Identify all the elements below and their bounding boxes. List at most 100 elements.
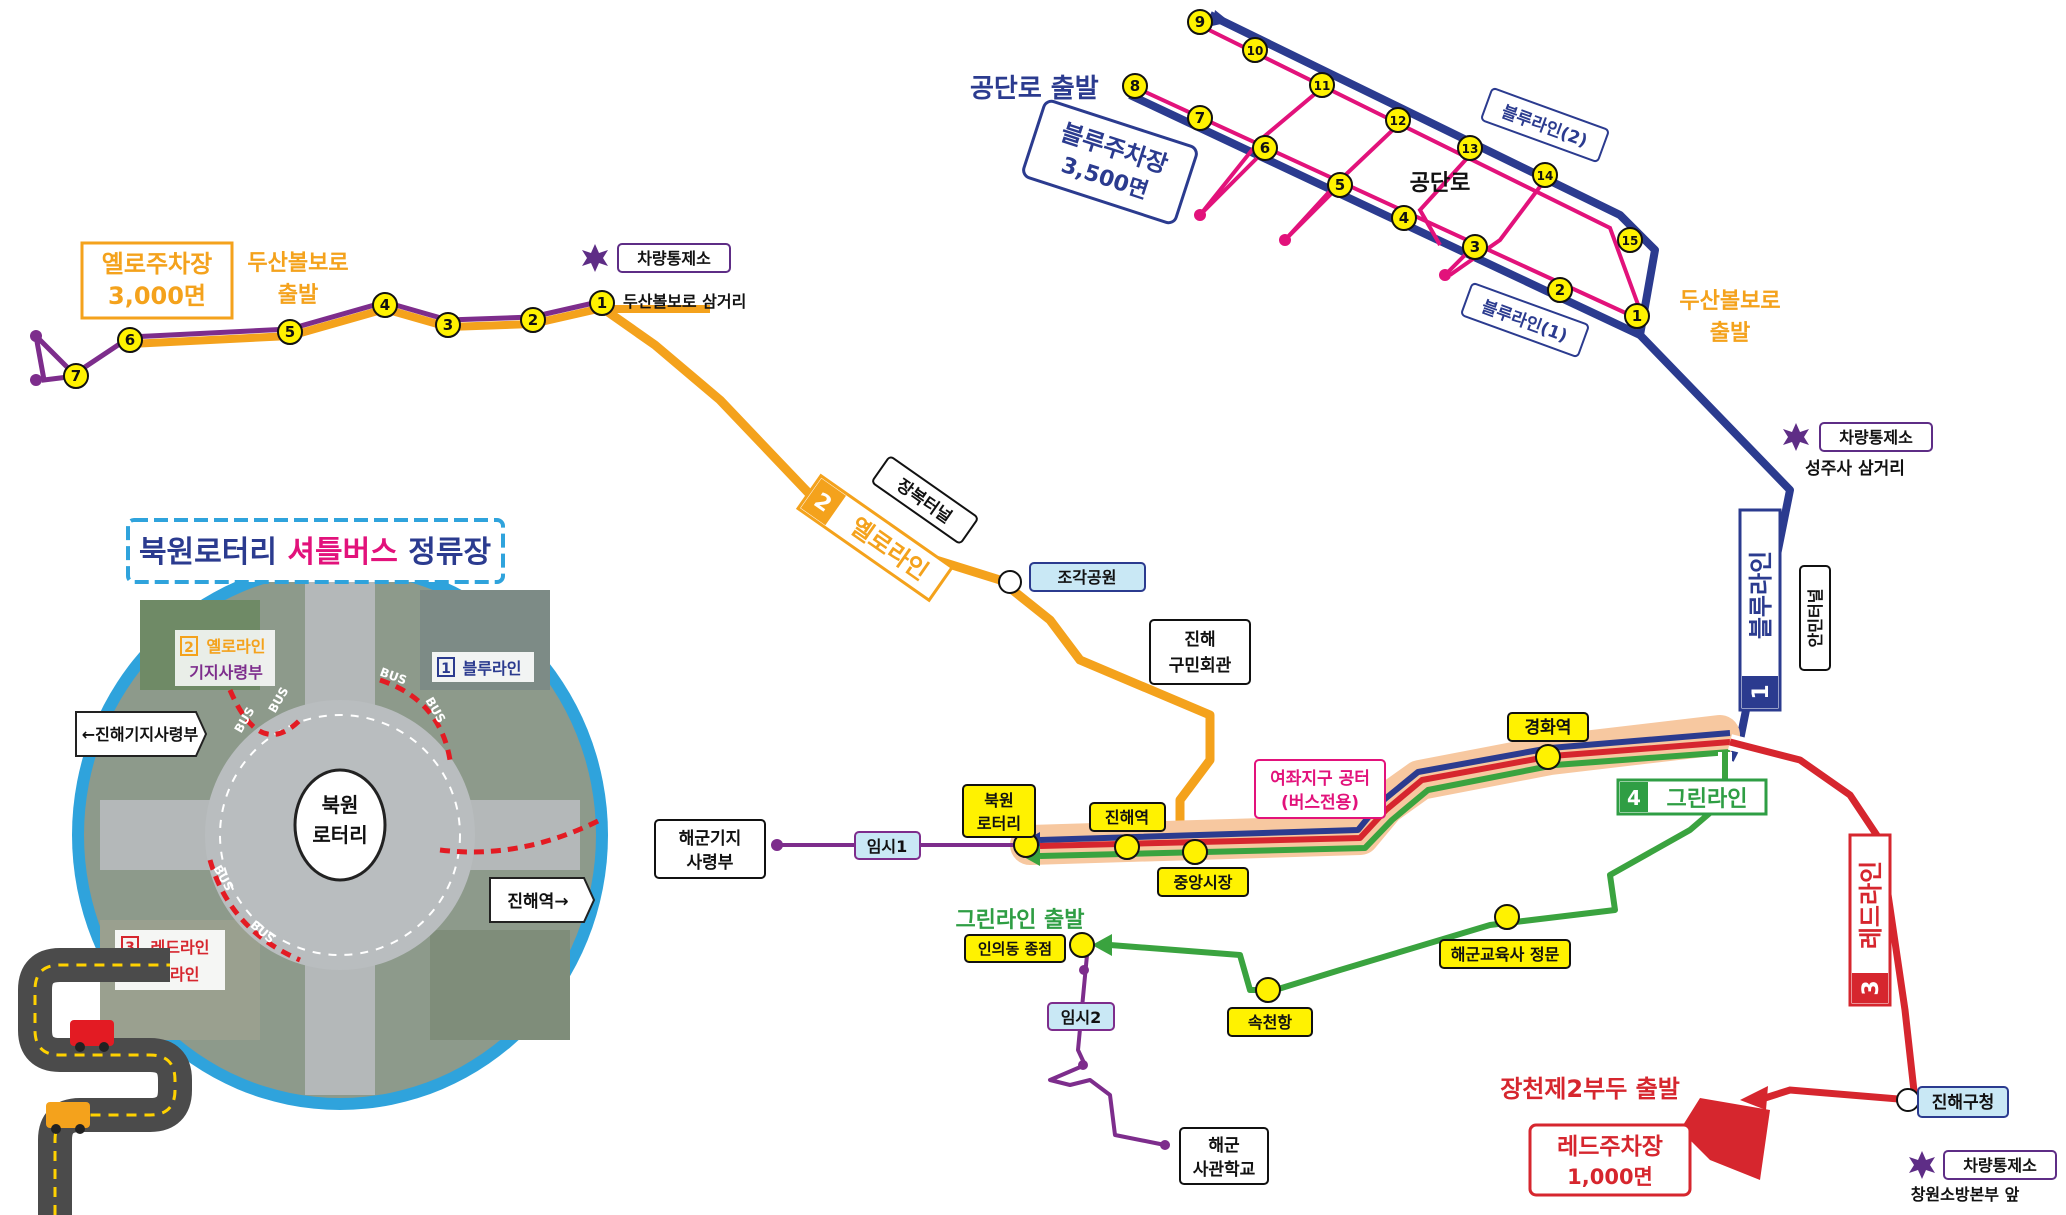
yellow-checkpoint-label: 차량통제소 [637,249,711,268]
blue-junction-label: 성주사 삼거리 [1805,459,1905,479]
gyeonghwa-label: 경화역 [1525,718,1572,738]
blue-stop-11-number: 11 [1314,79,1331,93]
corridor-red [1039,739,1731,849]
blue-line-labels: 공단로 출발 블루주차장 3,500면 공단로 블루라인(1) 블루라인(2) … [970,74,1933,712]
blue-stop-7 [1187,105,1213,131]
inset-yellow-num: 2 [184,640,194,656]
blue-arrow-icon [1212,10,1230,26]
district-office-label: 진해구청 [1932,1092,1995,1113]
yellow-checkpoint-box [617,243,731,273]
district-office-stop [1896,1088,1920,1112]
inset-bus-bay [227,689,302,738]
yellow-line-labels: 옐로주차장 3,000면 두산볼보로 출발 두산볼보로 삼거리 차량통제소 장복… [80,241,1251,685]
navy-hq-box [654,819,766,879]
pink-road [1417,153,1472,246]
blue-line-badge-num-bg [1742,676,1778,708]
red-checkpoint-label: 차량통제소 [1963,1156,2037,1175]
inset-rotary-label-1: 북원 [322,793,359,817]
yellow-stop-6-number: 6 [125,331,135,349]
green-line-badge-num-bg [1620,782,1648,812]
gyeonghwa-box [1507,712,1589,742]
yellow-parking-line-2: 3,000면 [108,282,206,310]
yellow-stop-7 [63,363,89,389]
pink-road [1448,178,1547,277]
red-bus-icon [70,1020,114,1046]
market-box [1157,867,1249,897]
pink-road [1129,83,1631,317]
blue-stop-12-number: 12 [1390,114,1407,128]
blue-stop-13-number: 13 [1462,142,1479,156]
academy-gate-label: 해군교육사 정문 [1451,945,1560,964]
red-arrow-icon [1740,1086,1768,1110]
inset-bus-bay [207,859,301,963]
title-part-3: 정류장 [398,535,492,570]
inset-lane-mark [219,714,461,956]
navy-hq-line-2: 사령부 [687,852,734,873]
title-part-2: 셔틀버스 [287,535,397,570]
page-title: 북원로터리 셔틀버스 정류장 [139,535,492,570]
red-route-segment [1763,1086,1911,1104]
inset-yellow-line-label: 옐로라인 [207,637,266,656]
blue-line-badge-box [1738,508,1782,712]
civic-hall-line-1: 진해 [1184,630,1215,650]
blue-stop-3 [1462,234,1488,260]
sokcheon-box [1227,1007,1313,1037]
blue-stop-14 [1532,162,1558,188]
yellow-stop-3-number: 3 [443,316,453,334]
green-arrow-icon [1092,934,1112,956]
naval-academy-line-2: 사관학교 [1193,1160,1256,1180]
tunnel-sign: 장복터널 [872,456,978,544]
purple-end-dot [30,330,42,342]
blue-stop-15 [1617,227,1643,253]
blue-stop-8 [1122,73,1148,99]
red-parking-line-2: 1,000면 [1567,1165,1653,1189]
bukwon-box [962,784,1036,838]
yellow-stop-6 [117,327,143,353]
yeojwa-line-1: 여좌지구 공터 [1270,769,1370,789]
fire-hq-label: 창원소방본부 앞 [1911,1185,2020,1204]
yellow-stop-2 [520,307,546,333]
anmin-tunnel-box [1799,565,1831,671]
red-line-labels: 3 레드라인 진해구청 장천제2부두 출발 레드주차장 1,000면 차량통제소… [1500,833,2057,1204]
red-route-segment [1729,738,1919,1101]
anmin-tunnel-sign: 안민터널 [1799,565,1831,671]
blue-line-badge-num: 1 [1749,684,1774,699]
road-graphic [18,948,192,1215]
tunnel-sign-box [872,456,978,544]
blue-stop-8-number: 8 [1130,77,1140,95]
red-line-badge-num: 3 [1859,980,1884,995]
blue-stop-10-number: 10 [1247,44,1264,58]
corridor-blue [1039,730,1731,843]
yellow-bus-icon [46,1102,90,1128]
green-terminus-label: 인의동 종점 [978,940,1052,958]
green-line-route [1048,752,1732,1150]
bus-wheel-icon [75,1124,85,1134]
pink-end-dot [1279,234,1291,246]
green-terminus-box [964,934,1066,963]
blue-checkpoint-box [1819,422,1933,452]
jinhae-station-stop [1114,834,1140,860]
checkpoint-icon [1783,423,1809,451]
blue-start2-line-2: 출발 [1710,321,1750,346]
sculpture-park-label: 조각공원 [1058,568,1117,587]
sculpture-park-box [1029,562,1146,592]
temp2-dot [1160,1140,1170,1150]
green-line-badge-num: 4 [1627,786,1641,810]
green-line-badge-name: 그린라인 [1667,787,1748,812]
yellow-line-badge-num-bg [800,478,847,526]
yellow-stop-4 [372,292,398,318]
blue-branch-2-tag: 블루라인(2) [1481,87,1609,163]
market-stop [1182,839,1208,865]
yellow-stop-5-number: 5 [285,323,295,341]
inset-right-sign [489,877,596,923]
sculpture-park-stop [998,570,1022,594]
bus-wheel-icon [51,1124,61,1134]
blue-stop-2 [1547,277,1573,303]
yellow-parking-line-1: 옐로주차장 [102,250,212,278]
title-banner-frame [126,518,505,584]
purple-end-dot [30,374,42,386]
bukwon-line-1: 북원 [984,791,1013,810]
blue-stop-7-number: 7 [1195,109,1205,127]
